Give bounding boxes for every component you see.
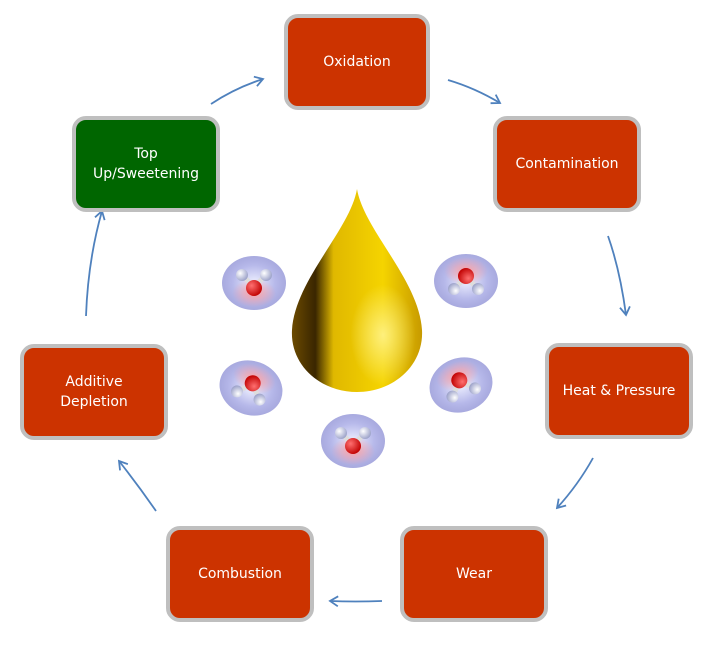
arrow-oxidation-to-contamination bbox=[447, 79, 502, 105]
water-molecule-icon bbox=[212, 352, 291, 425]
node-wear[interactable]: Wear bbox=[400, 526, 548, 622]
node-label: Heat & Pressure bbox=[562, 383, 676, 399]
arrow-contamination-to-heat-pressure bbox=[607, 235, 631, 317]
water-molecule-icon bbox=[422, 349, 501, 422]
node-label: Additive Depletion bbox=[60, 374, 128, 410]
water-molecule-icon bbox=[434, 254, 498, 308]
node-label: Contamination bbox=[515, 156, 619, 172]
node-heat-pressure[interactable]: Heat & Pressure bbox=[545, 343, 693, 439]
node-contamination[interactable]: Contamination bbox=[493, 116, 641, 212]
arrow-heat-pressure-to-wear bbox=[555, 457, 594, 510]
arrow-additive-depletion-to-top-up bbox=[85, 209, 106, 317]
water-molecule-icon bbox=[222, 256, 286, 310]
oil-droplet-icon bbox=[291, 189, 423, 392]
arrow-top-up-to-oxidation bbox=[210, 75, 265, 105]
node-combustion[interactable]: Combustion bbox=[166, 526, 314, 622]
arrow-combustion-to-additive-depletion bbox=[117, 459, 157, 512]
arrow-wear-to-combustion bbox=[328, 595, 383, 608]
node-additive-depletion[interactable]: Additive Depletion bbox=[20, 344, 168, 440]
node-label: Oxidation bbox=[323, 54, 391, 70]
node-label: Top Up/Sweetening bbox=[92, 146, 200, 182]
node-label: Combustion bbox=[198, 566, 282, 582]
node-oxidation[interactable]: Oxidation bbox=[284, 14, 430, 110]
water-molecule-icon bbox=[321, 414, 385, 468]
node-top-up-sweetening[interactable]: Top Up/Sweetening bbox=[72, 116, 220, 212]
node-label: Wear bbox=[456, 566, 492, 582]
